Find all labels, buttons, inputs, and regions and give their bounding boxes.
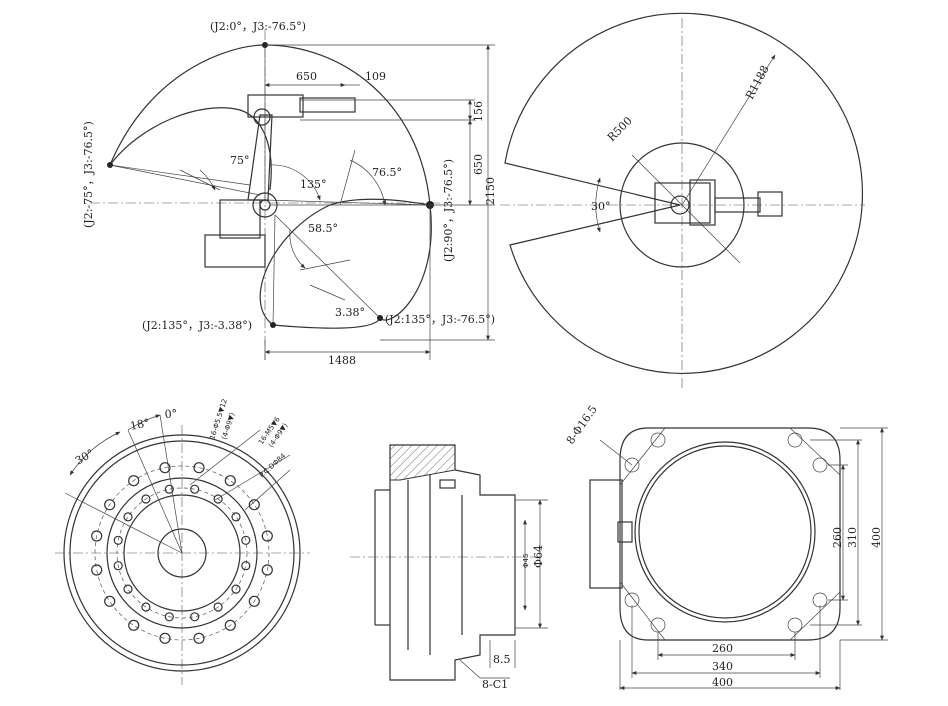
- inner-bolt-hole: [190, 484, 200, 494]
- outer-bolt-hole: [261, 564, 273, 576]
- angle-76-5: 76.5°: [372, 166, 402, 179]
- base-top-view: 8-Φ16.5 260 340 400 260 310 400: [564, 403, 888, 690]
- angle-135: 135°: [300, 178, 327, 191]
- pose-bottom-left-label: (J2:135°，J3:-3.38°): [142, 319, 252, 332]
- outer-bolt-hole: [193, 462, 205, 474]
- base-h340: 340: [712, 660, 733, 673]
- base-holes-label: 8-Φ16.5: [564, 403, 600, 447]
- pcd-label: P.C.DΦ84: [258, 452, 288, 480]
- flange-angle-30: 30°: [73, 447, 96, 468]
- flange-angle-18: 18°: [129, 416, 151, 433]
- outer-bolt-hole: [104, 499, 116, 511]
- inner-bolt-hole: [141, 494, 151, 504]
- outer-bolt-hole: [224, 475, 236, 487]
- robot-top-body: [654, 179, 783, 226]
- outer-bolt-hole: [248, 499, 260, 511]
- outer-bolt-hole: [159, 632, 171, 644]
- base-mount-holes: [624, 432, 828, 633]
- dim-650-v: 650: [472, 154, 485, 175]
- pose-bottom-right-label: (J2:135°，J3:-76.5°): [385, 313, 495, 326]
- inner-bolt-hole: [164, 484, 174, 494]
- outer-bolt-hole: [159, 462, 171, 474]
- chamfer-label: 8-C1: [482, 678, 508, 691]
- dim-8-5-label: 8.5: [493, 653, 511, 666]
- outer-bolt-hole: [128, 475, 140, 487]
- base-v400: 400: [870, 527, 883, 548]
- outer-bolt-hole: [91, 530, 103, 542]
- base-h400: 400: [712, 676, 733, 689]
- dim-2150: 2150: [484, 177, 497, 205]
- outer-bolt-hole: [193, 632, 205, 644]
- robot-side-body: [204, 94, 356, 268]
- outer-bolt-hole: [224, 619, 236, 631]
- inner-bolt-hole: [164, 612, 174, 622]
- outer-bolt-hole: [104, 595, 116, 607]
- r500-label: R500: [605, 114, 635, 144]
- r1188-label: R1188: [743, 63, 772, 101]
- side-view-workspace: (J2:0°，J3:-76.5°) (J2:-75°，J3:-76.5°) (J…: [82, 20, 497, 367]
- flange-front-view: 30° 18° 0° 16-Φ5.5▼12 (4-Φ9▼) 16-M5▼6 (4…: [55, 398, 310, 685]
- top-inner-circle: [619, 142, 745, 268]
- flange-section-view: Φ45 Φ64 8.5 8-C1: [350, 444, 548, 691]
- outer-bolt-hole: [91, 564, 103, 576]
- dia-64-label: Φ64: [532, 545, 545, 568]
- outer-bolt-hole: [128, 619, 140, 631]
- outer-bolt-hole: [248, 595, 260, 607]
- top-envelope: [504, 12, 864, 374]
- side-envelope-arc: [109, 44, 432, 321]
- pose-right-label: (J2:90°，J3:-76.5°): [442, 159, 455, 262]
- top-view-workspace: R1188 R500 30°: [500, 12, 865, 390]
- base-v310: 310: [846, 527, 859, 548]
- dim-650-h: 650: [296, 70, 317, 83]
- inner-bolt-hole: [241, 535, 251, 545]
- inner-bolt-hole: [190, 612, 200, 622]
- inner-bolt-hole: [231, 512, 241, 522]
- dim-156: 156: [472, 101, 485, 122]
- inner-bolt-hole: [241, 561, 251, 571]
- dia-45-label: Φ45: [522, 554, 530, 568]
- dim-109: 109: [365, 70, 386, 83]
- dim-1488: 1488: [328, 354, 356, 367]
- angle-3-38: 3.38°: [335, 306, 365, 319]
- inner-bolt-hole: [213, 602, 223, 612]
- angle-30-label: 30°: [591, 200, 611, 213]
- inner-bolt-hole: [123, 584, 133, 594]
- inner-bolt-hole: [231, 584, 241, 594]
- outer-bolt-hole: [261, 530, 273, 542]
- side-inner-arc: [109, 107, 272, 191]
- base-v260: 260: [831, 527, 844, 548]
- angle-58-5: 58.5°: [308, 222, 338, 235]
- inner-bolt-hole: [213, 494, 223, 504]
- flange-angle-0: 0°: [164, 407, 178, 421]
- inner-bolt-hole: [113, 561, 123, 571]
- angle-75: 75°: [230, 154, 250, 167]
- pose-left-label: (J2:-75°，J3:-76.5°): [82, 121, 95, 228]
- inner-bolt-hole: [141, 602, 151, 612]
- pose-top-label: (J2:0°，J3:-76.5°): [210, 20, 306, 33]
- inner-bolt-hole: [123, 512, 133, 522]
- inner-bolt-hole: [113, 535, 123, 545]
- base-h260: 260: [712, 642, 733, 655]
